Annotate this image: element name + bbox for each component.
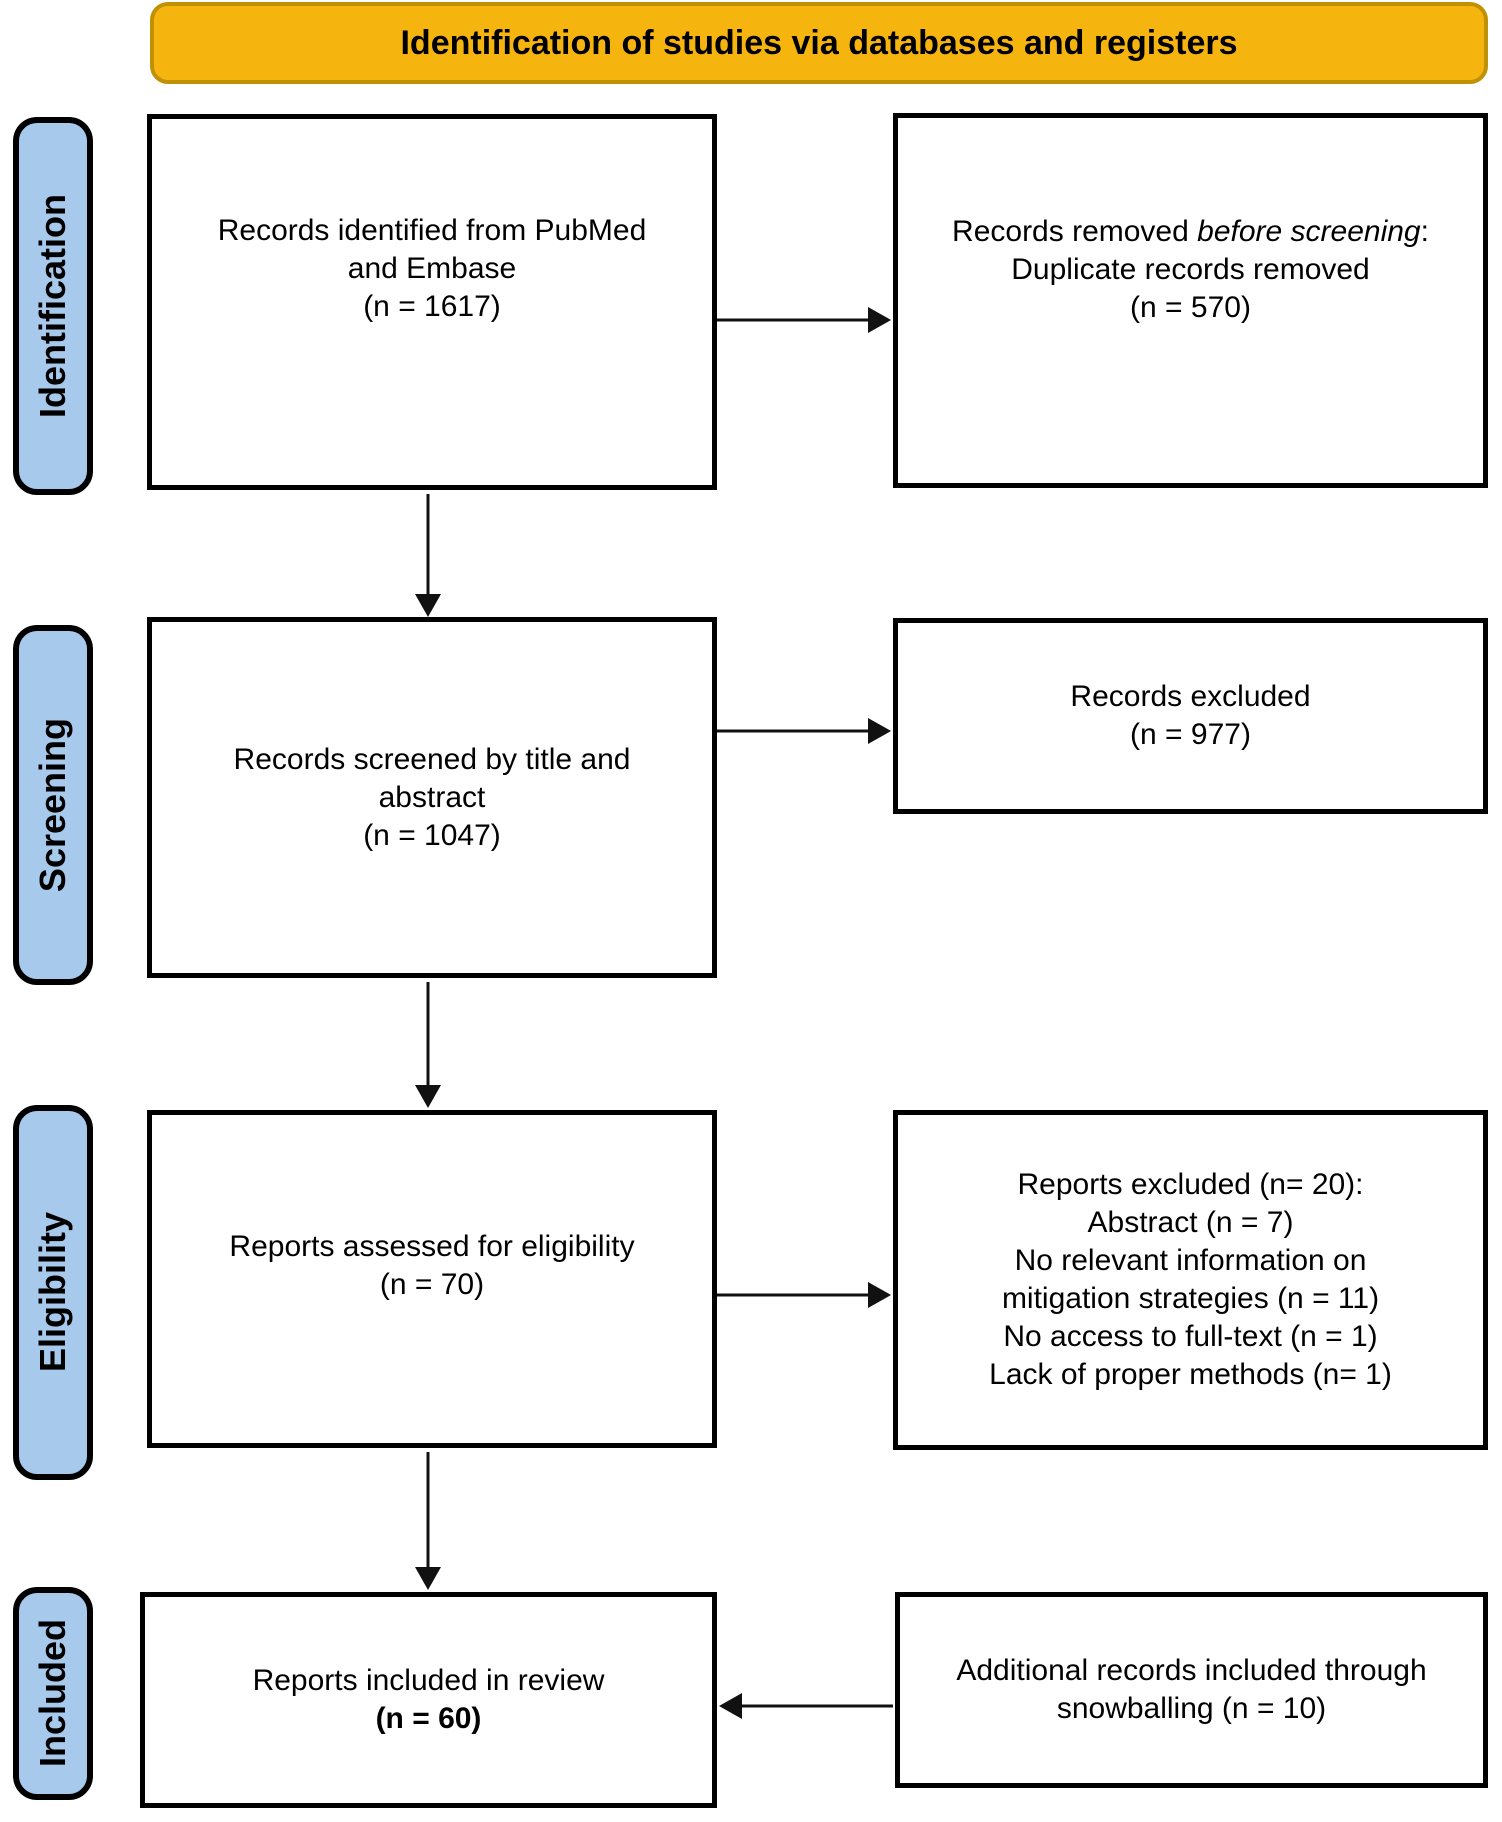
banner-label: Identification of studies via databases … <box>400 23 1238 62</box>
flow-box-snowballing: Additional records included through snow… <box>895 1592 1488 1788</box>
flow-box-reports-included: Reports included in review (n = 60) <box>140 1592 717 1808</box>
arrowhead-left-4 <box>719 1693 742 1719</box>
reports-included-count: (n = 60) <box>375 1702 482 1735</box>
records-removed-prefix: Records removed <box>952 214 1198 248</box>
records-screened-text: Records screened by title and abstract (… <box>233 742 631 852</box>
records-removed-text: Records removed before screening: Duplic… <box>952 213 1429 327</box>
arrowhead-right-1 <box>868 307 891 333</box>
reports-included-line1: Reports included in review <box>252 1664 605 1697</box>
flow-box-records-excluded: Records excluded (n = 977) <box>893 618 1488 814</box>
stage-tab-identification: Identification <box>13 117 93 495</box>
arrowhead-right-2 <box>868 718 891 744</box>
arrowhead-down-1 <box>415 594 441 617</box>
banner: Identification of studies via databases … <box>150 2 1488 84</box>
arrowhead-right-3 <box>868 1282 891 1308</box>
stage-label-eligibility: Eligibility <box>32 1212 73 1373</box>
flow-box-records-identified: Records identified from PubMed and Embas… <box>147 114 717 490</box>
records-removed-italic: before screening <box>1197 214 1421 248</box>
flow-box-records-removed: Records removed before screening: Duplic… <box>893 113 1488 488</box>
arrowhead-down-2 <box>415 1085 441 1108</box>
snowballing-text: Additional records included through snow… <box>956 1654 1427 1725</box>
stage-tab-included: Included <box>13 1587 93 1800</box>
reports-included-text: Reports included in review (n = 60) <box>253 1662 605 1738</box>
flow-box-reports-excluded: Reports excluded (n= 20): Abstract (n = … <box>893 1110 1488 1450</box>
records-excluded-text: Records excluded (n = 977) <box>1070 680 1311 751</box>
reports-assessed-text: Reports assessed for eligibility (n = 70… <box>229 1230 635 1301</box>
stage-label-screening: Screening <box>32 717 73 893</box>
stage-label-identification: Identification <box>32 194 73 418</box>
flow-box-reports-assessed: Reports assessed for eligibility (n = 70… <box>147 1110 717 1448</box>
reports-excluded-text: Reports excluded (n= 20): Abstract (n = … <box>989 1168 1392 1391</box>
arrowhead-down-3 <box>415 1567 441 1590</box>
flow-box-records-screened: Records screened by title and abstract (… <box>147 617 717 978</box>
stage-tab-screening: Screening <box>13 625 93 985</box>
stage-tab-eligibility: Eligibility <box>13 1105 93 1480</box>
records-removed-suffix: : <box>1420 214 1429 248</box>
stage-label-included: Included <box>32 1619 73 1768</box>
records-removed-rest: Duplicate records removed (n = 570) <box>1011 252 1370 324</box>
records-identified-text: Records identified from PubMed and Embas… <box>217 214 647 323</box>
